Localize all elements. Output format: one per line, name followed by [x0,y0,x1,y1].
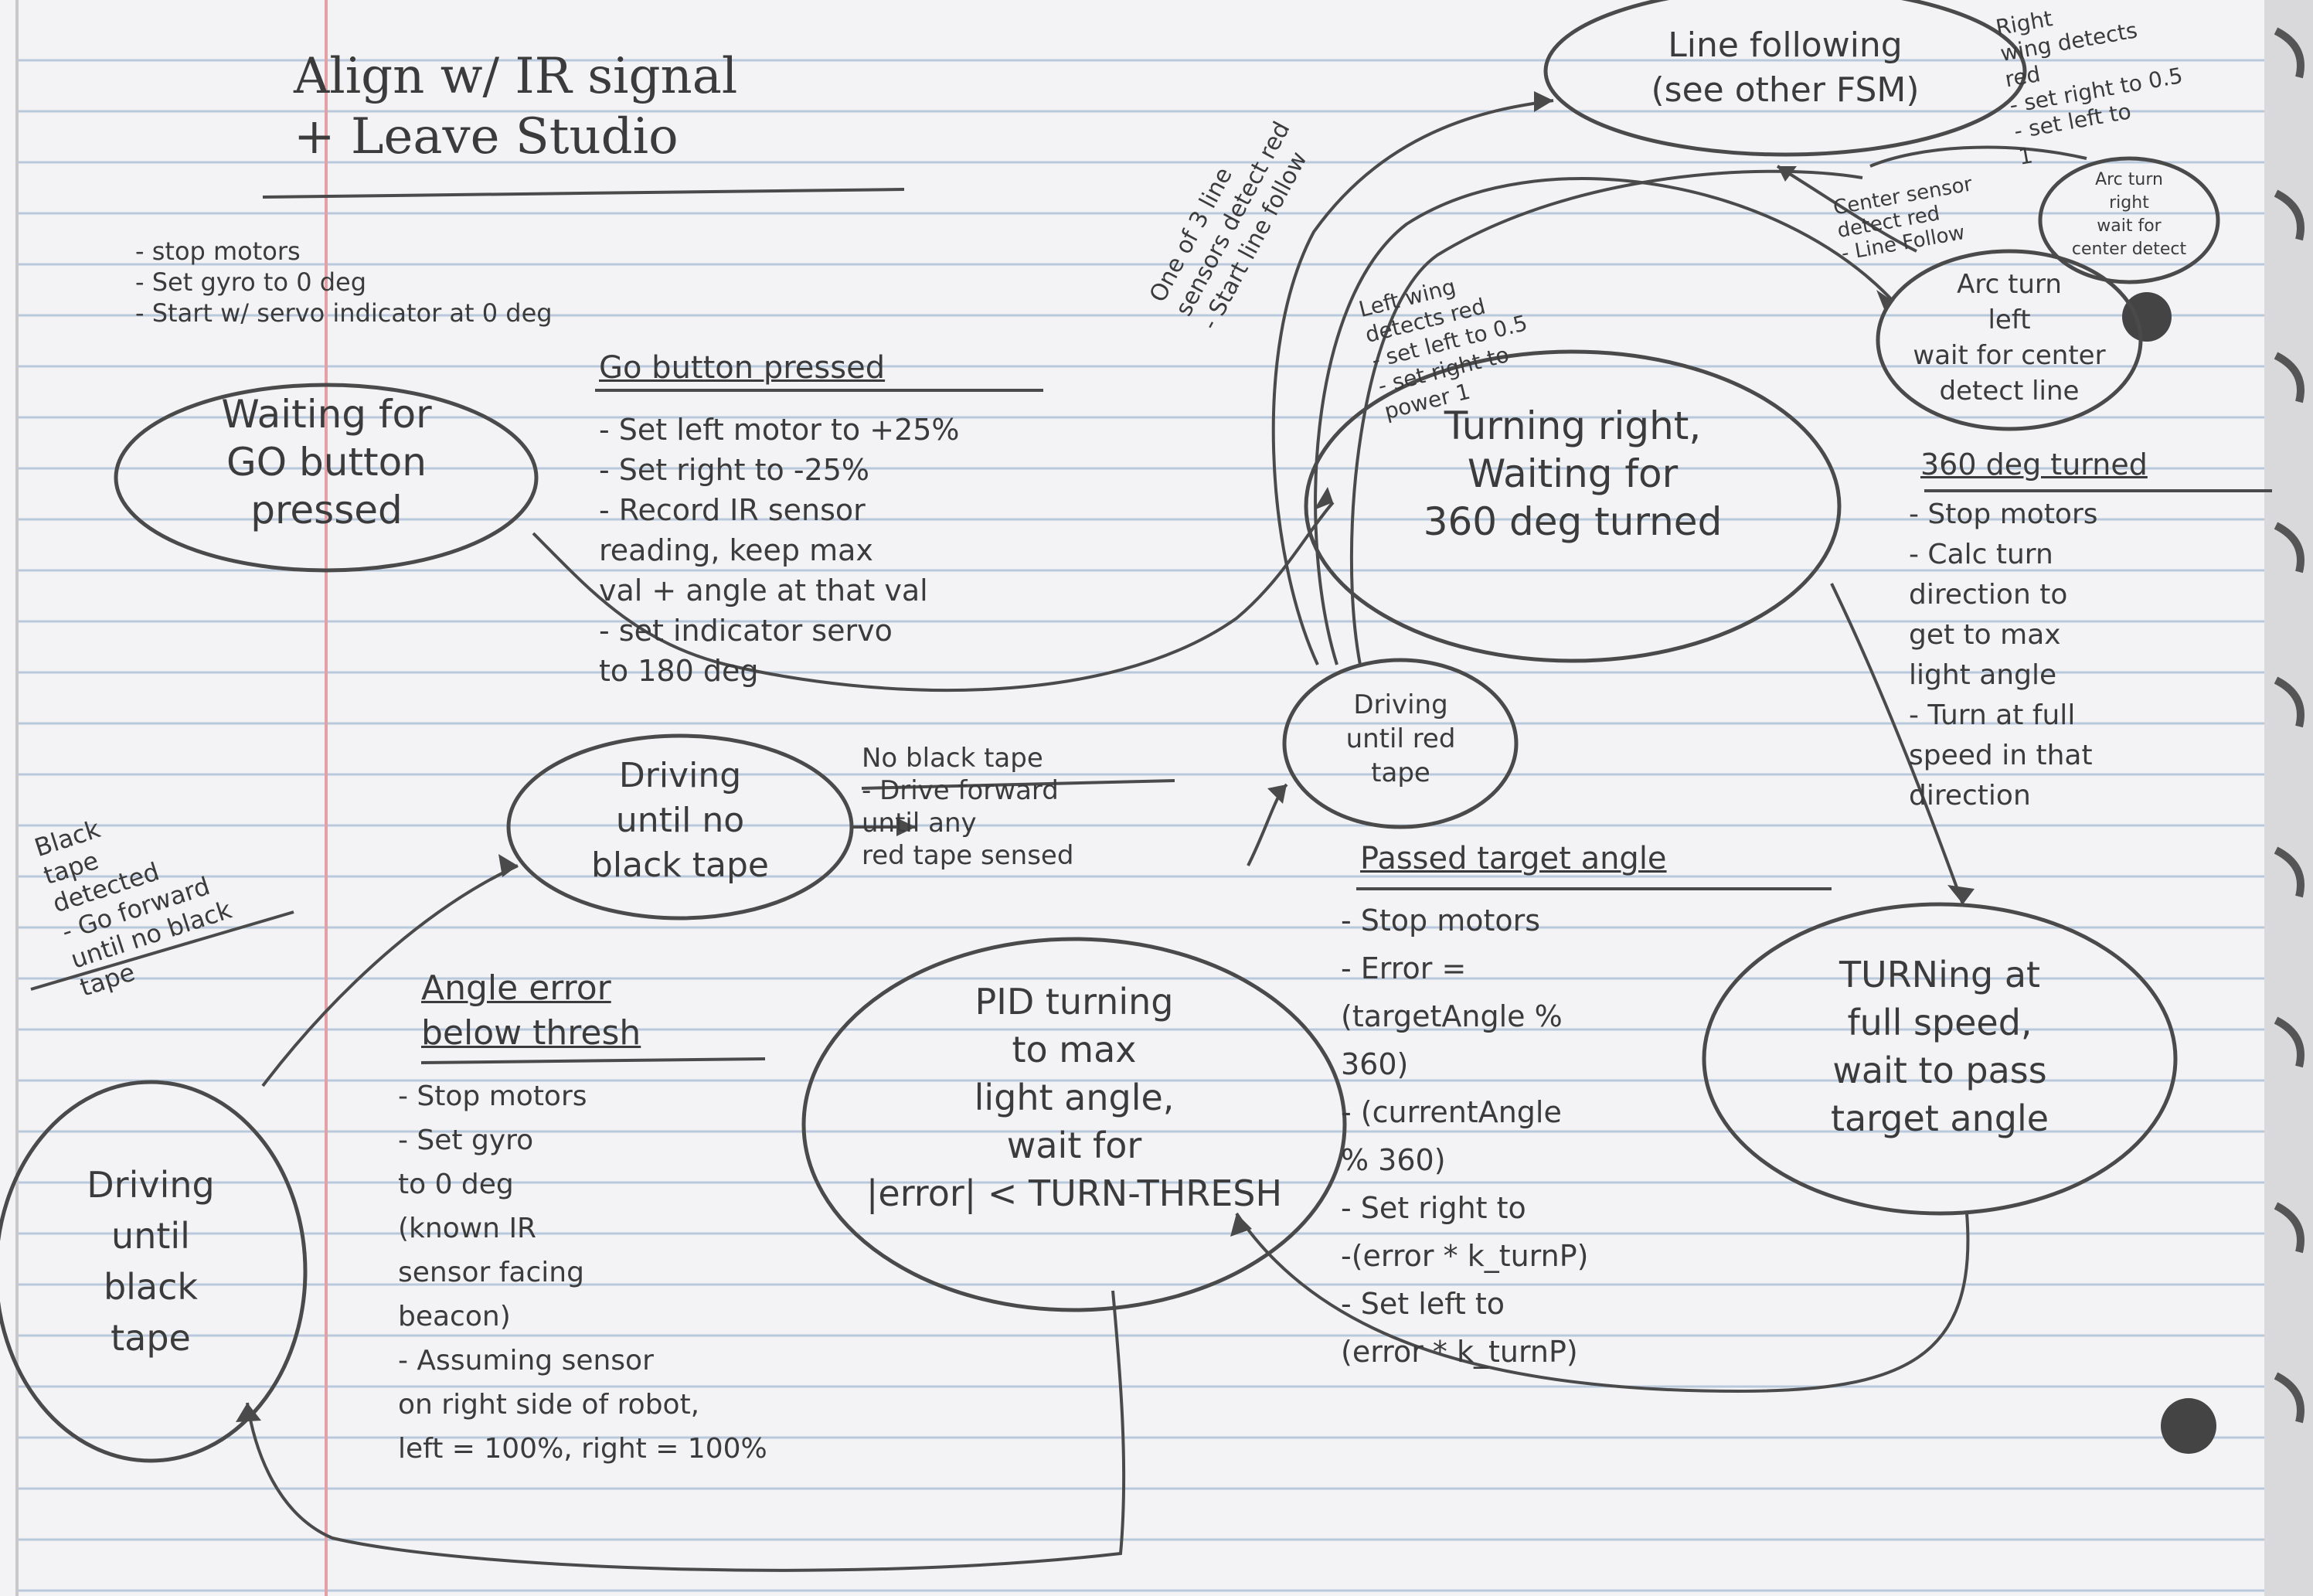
deg360-body: - Stop motors - Calc turn direction to g… [1909,499,2098,812]
arrowhead-icon [236,1403,261,1422]
spiral-holes [2122,292,2216,1454]
coil-icon [2274,846,2304,898]
transition-arrows [246,99,2087,1572]
title-underline [262,188,905,199]
black-detected-underline [30,910,294,991]
state-turning-full: TURNing at full speed, wait to pass targ… [1830,954,2049,1139]
spiral-binding [2264,0,2313,1596]
arrow-passed-target [1235,1212,1970,1394]
ruled-lines [17,59,2264,1592]
arrow-left-wing-2 [1349,169,1863,665]
state-arc-right: Arc turn right wait for center detect [2071,170,2187,259]
angle-error-header: Angle error below thresh [421,968,641,1053]
go-pressed-header: Go button pressed [599,350,886,386]
state-pid: PID turning to max light angle, wait for… [866,981,1283,1214]
passed-target-header: Passed target angle [1360,841,1667,876]
state-arc-left: Arc turn left wait for center detect lin… [1913,269,2106,407]
state-turning-right: Turning right, Waiting for 360 deg turne… [1423,403,1723,544]
state-driving-red: Driving until red tape [1345,689,1456,788]
state-line-following: Line following (see other FSM) [1651,26,1920,110]
arrow-360-turned [1830,583,1964,905]
arrowhead-icon [1314,487,1333,510]
binder-hole-icon [2161,1398,2216,1454]
state-pid-circle [801,937,1347,1312]
arrowhead-icon [1230,1213,1252,1237]
angle-error-body: - Stop motors - Set gyro to 0 deg (known… [398,1080,767,1465]
state-waiting: Waiting for GO button pressed [221,392,432,533]
coil-icon [2274,1372,2304,1424]
arrow-angle-error [246,1290,1126,1572]
arrowhead-icon [1534,91,1553,112]
arrowhead-icon [1876,290,1893,313]
state-arc-right-circle [2038,156,2220,284]
coil-icon [2274,1016,2304,1068]
coil-icon [2274,1202,2304,1254]
state-turning-right-circle [1304,349,1842,663]
arrow-go-pressed [532,501,1335,693]
arrowhead-icon [498,854,518,877]
state-driving-black: Driving until black tape [87,1164,215,1359]
state-line-following-circle [1543,0,2027,157]
go-pressed-body: - Set left motor to +25% - Set right to … [599,413,960,688]
coil-icon [2274,189,2304,241]
no-black-label: No black tape - Drive forward until any … [862,743,1074,871]
arrow-one-of-3 [1271,99,1554,665]
state-arc-left-circle [1876,249,2143,431]
passed-target-body: - Stop motors - Error = (targetAngle % 3… [1341,903,1589,1369]
deg360-header: 360 deg turned [1920,447,2148,482]
coil-icon [2274,27,2304,79]
arrow-black-detected [261,864,519,1087]
arrow-left-wing [1314,177,1895,665]
coil-icon [2274,522,2304,573]
state-driving-black-circle [0,1080,308,1463]
arrow-right-wing [1869,145,2087,168]
coil-icon [2274,676,2304,728]
arrow-center-sensor [1776,165,1917,253]
page-title: Align w/ IR signal + Leave Studio [294,48,738,165]
arrowhead-icon [1947,885,1975,904]
angle-error-underline [420,1057,766,1064]
arrowhead-icon [1777,166,1797,182]
state-circles [0,0,2220,1463]
no-black-underline [861,779,1175,790]
header-underlines [30,188,2272,1064]
binder-hole-icon [2122,292,2172,342]
state-driving-no-black: Driving until no black tape [591,756,769,885]
spiral-coils [2274,27,2304,1424]
arrow-heads [236,91,1975,1422]
arrowhead-icon [896,818,916,836]
state-driving-red-circle [1282,658,1519,829]
state-waiting-circle [114,383,539,573]
start-actions: - stop motors - Set gyro to 0 deg - Star… [135,237,553,328]
state-turning-full-circle [1702,902,2178,1216]
coil-icon [2274,352,2304,403]
arrowhead-icon [1267,784,1287,804]
